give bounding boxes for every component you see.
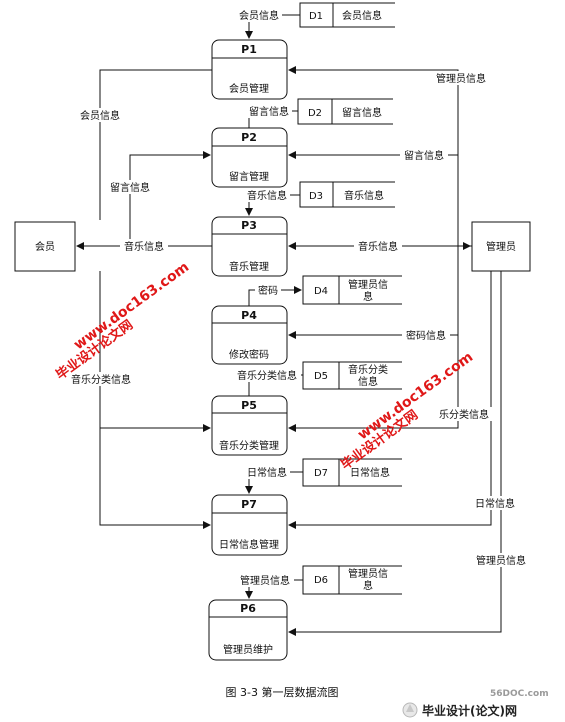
label-member-p1: 会员信息 (80, 109, 120, 122)
label-admin-p3: 音乐信息 (358, 240, 398, 253)
store-d5-name: 音乐分类 (348, 363, 388, 376)
store-d4-name-line2: 息 (363, 290, 373, 303)
process-p6-id: P6 (240, 602, 256, 615)
store-d5-id: D5 (314, 371, 328, 382)
figure-caption: 图 3-3 第一层数据流图 (226, 685, 339, 699)
label-admin-p7: 日常信息 (475, 497, 515, 510)
process-p4: P4 修改密码 (211, 305, 288, 365)
logo-domain: 56DOC.com (490, 689, 549, 699)
store-d7-name: 日常信息 (350, 466, 390, 479)
flow-labels: 会员信息 管理员信息 会员信息 留言信息 留言信息 留言信息 音乐信息 音乐信息… (66, 8, 530, 587)
label-admin-p6: 管理员信息 (476, 554, 526, 567)
process-p1: P1 会员管理 (211, 39, 288, 100)
flow-admin-p7 (288, 271, 492, 529)
store-d1: D1 会员信息 (299, 2, 395, 28)
process-p4-name: 修改密码 (229, 348, 269, 361)
entity-member: 会员 (14, 221, 76, 272)
process-p7: P7 日常信息管理 (211, 494, 288, 556)
watermark-url-a: www.doc163.com (71, 259, 192, 353)
logo-text: 毕业设计(论文)网 (422, 703, 517, 718)
site-logo: 56DOC.com 毕业设计(论文)网 (402, 689, 549, 718)
process-p6-name: 管理员维护 (223, 643, 273, 656)
store-d1-id: D1 (309, 11, 323, 22)
store-d2-name: 留言信息 (342, 106, 382, 119)
flow-p4-d4 (248, 286, 302, 306)
label-member-p5: 音乐分类信息 (71, 373, 131, 386)
process-p2: P2 留言管理 (211, 127, 288, 188)
process-p3-id: P3 (241, 219, 257, 232)
store-d5-name-line2: 信息 (358, 375, 378, 388)
flow-admin-p6 (288, 271, 502, 636)
label-d1-p1: 会员信息 (239, 9, 279, 22)
flow-p1-member (99, 69, 212, 220)
watermark-left: 毕业设计论文网 www.doc163.com (53, 259, 192, 383)
store-d4-name: 管理员信 (348, 278, 388, 291)
process-p1-id: P1 (241, 43, 257, 56)
store-d3-id: D3 (309, 191, 323, 202)
process-p3: P3 音乐管理 (211, 216, 288, 277)
store-d4-id: D4 (314, 286, 328, 297)
label-p4-d4: 密码 (258, 284, 278, 297)
label-admin-p1: 管理员信息 (436, 72, 486, 85)
flow-member-p2 (129, 151, 211, 246)
flow-member-p7 (99, 271, 211, 529)
label-p3-member: 音乐信息 (124, 240, 164, 253)
store-d6-id: D6 (314, 575, 328, 586)
label-admin-p2: 留言信息 (404, 149, 444, 162)
store-d5: D5 音乐分类 信息 (302, 361, 402, 390)
label-d7-p7: 日常信息 (247, 466, 287, 479)
label-d3-p3: 音乐信息 (247, 189, 287, 202)
process-p2-name: 留言管理 (229, 170, 269, 183)
label-d2-p2: 留言信息 (249, 105, 289, 118)
process-p5: P5 音乐分类管理 (211, 395, 288, 456)
store-d7-id: D7 (314, 468, 328, 479)
store-d3-name: 音乐信息 (344, 189, 384, 202)
label-admin-p4: 密码信息 (406, 329, 446, 342)
label-member-p2: 留言信息 (110, 181, 150, 194)
process-p2-id: P2 (241, 131, 257, 144)
store-d6: D6 管理员信 息 (302, 565, 402, 595)
entity-admin-label: 管理员 (486, 240, 516, 253)
store-d4: D4 管理员信 息 (302, 275, 402, 305)
store-d6-name-line2: 息 (363, 579, 373, 592)
process-p3-name: 音乐管理 (229, 260, 269, 273)
store-d2: D2 留言信息 (297, 98, 393, 125)
process-p7-id: P7 (241, 498, 257, 511)
process-p5-name: 音乐分类管理 (219, 439, 279, 452)
label-d6-p6: 管理员信息 (240, 574, 290, 587)
label-d5-p5: 音乐分类信息 (237, 369, 297, 382)
flow-admin-p5 (288, 335, 459, 432)
store-d6-name: 管理员信 (348, 567, 388, 580)
process-p4-id: P4 (241, 309, 257, 322)
store-d2-id: D2 (308, 108, 322, 119)
entity-member-label: 会员 (35, 240, 55, 253)
process-p6: P6 管理员维护 (208, 599, 288, 661)
process-p5-id: P5 (241, 399, 257, 412)
logo-emblem-icon (402, 702, 418, 718)
store-d3: D3 音乐信息 (299, 181, 395, 208)
store-d1-name: 会员信息 (342, 9, 382, 22)
flow-admin-p1 (288, 66, 459, 246)
process-p7-name: 日常信息管理 (219, 538, 279, 551)
label-admin-p5: 乐分类信息 (439, 408, 489, 421)
entity-admin: 管理员 (471, 221, 531, 272)
process-p1-name: 会员管理 (229, 82, 269, 95)
